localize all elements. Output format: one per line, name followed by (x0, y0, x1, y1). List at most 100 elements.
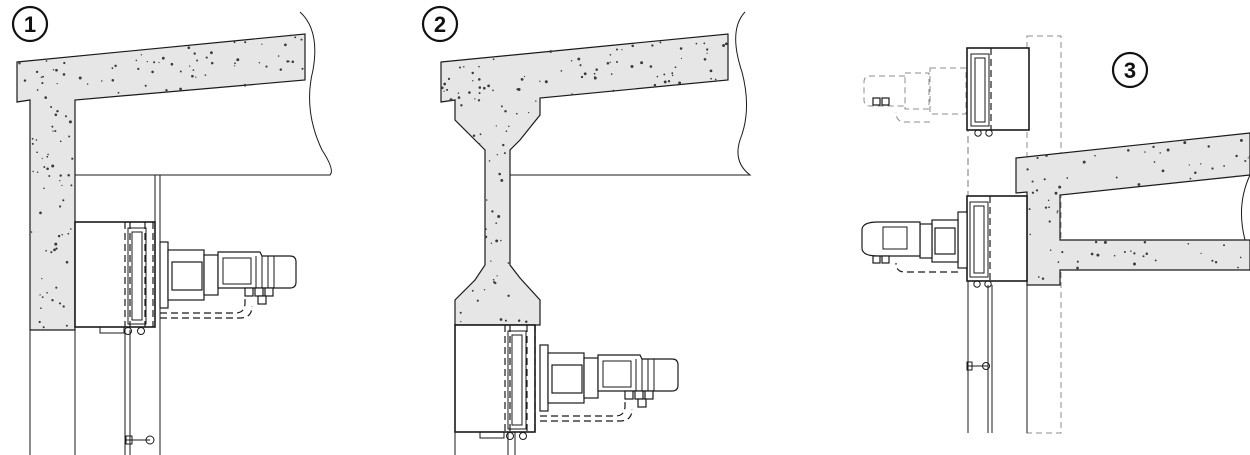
concrete-speck (595, 68, 598, 71)
concrete-speck (146, 60, 148, 63)
concrete-speck (61, 184, 63, 187)
concrete-speck (51, 299, 54, 302)
concrete-speck (515, 112, 518, 115)
concrete-speck (40, 76, 43, 79)
concrete-speck (1035, 189, 1039, 192)
concrete-speck (50, 106, 53, 108)
panel-1: 1 (11, 5, 332, 455)
concrete-speck (45, 60, 48, 62)
concrete-speck (1043, 178, 1046, 181)
concrete-speck (651, 44, 654, 47)
panel-3: 3 (861, 35, 1250, 434)
concrete-speck (457, 92, 460, 94)
concrete-speck (703, 57, 707, 61)
concrete-speck (507, 294, 510, 297)
concrete-texture (1026, 138, 1250, 280)
concrete-speck (41, 296, 44, 299)
concrete-speck (63, 61, 66, 65)
concrete-speck (1026, 168, 1029, 171)
drive-housing (454, 324, 536, 433)
ceiling-outline (160, 11, 332, 176)
concrete-speck (1200, 163, 1202, 165)
concrete-speck (244, 41, 247, 44)
concrete-speck (47, 153, 49, 156)
concrete-speck (493, 281, 496, 284)
concrete-speck (663, 80, 667, 84)
ceiling-outline (1241, 174, 1250, 241)
concrete-speck (490, 242, 493, 245)
concrete-speck (612, 89, 615, 92)
concrete-speck (499, 318, 503, 321)
concrete-speck (463, 66, 465, 68)
concrete-speck (261, 43, 263, 45)
concrete-speck (1153, 161, 1156, 163)
concrete-speck (1152, 145, 1155, 149)
concrete-speck (722, 44, 726, 47)
concrete-speck (674, 66, 677, 69)
concrete-speck (671, 72, 674, 75)
motor (217, 251, 297, 289)
upper-drive (872, 47, 1030, 137)
concrete-speck (51, 125, 54, 128)
concrete-speck (1056, 210, 1059, 212)
panel-number-badge: 2 (421, 5, 459, 43)
concrete-speck (1188, 164, 1190, 166)
concrete-speck (443, 90, 445, 92)
concrete-speck (1239, 138, 1243, 142)
concrete-speck (507, 262, 510, 264)
concrete-speck (497, 215, 501, 218)
concrete-speck (449, 98, 453, 102)
concrete-speck (496, 275, 498, 277)
concrete-speck (488, 160, 491, 162)
concrete-speck (42, 75, 44, 78)
concrete-speck (78, 76, 82, 80)
concrete-speck (286, 60, 289, 63)
concrete-speck (709, 69, 713, 73)
concrete-slab (1015, 132, 1250, 286)
concrete-speck (46, 167, 49, 171)
concrete-speck (1161, 169, 1165, 173)
concrete-speck (479, 133, 482, 136)
concrete-speck (446, 88, 449, 91)
concrete-speck (1103, 240, 1107, 244)
gearbox-inner (551, 364, 583, 394)
concrete-speck (111, 67, 114, 70)
concrete-speck (525, 320, 528, 324)
concrete-speck (18, 62, 21, 65)
panel-number: 3 (1124, 58, 1136, 83)
concrete-speck (1057, 261, 1060, 263)
panel-number: 1 (24, 12, 36, 37)
concrete-speck (1183, 141, 1187, 145)
mount-foot (479, 431, 505, 439)
concrete-speck (31, 142, 34, 145)
concrete-speck (478, 86, 482, 89)
concrete-speck (55, 247, 58, 250)
concrete-speck (59, 174, 62, 177)
concrete-speck (679, 47, 683, 50)
concrete-speck (1244, 159, 1247, 163)
concrete-speck (170, 62, 174, 66)
carriage (125, 435, 155, 445)
concrete-speck (678, 81, 682, 85)
concrete-speck (496, 154, 498, 156)
concrete-speck (671, 74, 674, 77)
concrete-speck (1048, 220, 1051, 223)
concrete-speck (1123, 251, 1126, 253)
concrete-speck (59, 205, 62, 208)
concrete-speck (663, 73, 666, 76)
concrete-speck (1133, 262, 1136, 266)
concrete-speck (187, 46, 191, 50)
concrete-speck (153, 61, 156, 64)
motor-fins (635, 359, 655, 391)
concrete-speck (191, 74, 194, 78)
concrete-speck (36, 171, 39, 174)
concrete-speck (62, 73, 66, 76)
concrete-speck (151, 70, 154, 74)
concrete-speck (39, 294, 41, 296)
concrete-speck (1211, 259, 1214, 262)
concrete-speck (476, 299, 479, 302)
concrete-speck (161, 56, 165, 60)
concrete-speck (38, 320, 41, 324)
concrete-speck (284, 43, 287, 47)
